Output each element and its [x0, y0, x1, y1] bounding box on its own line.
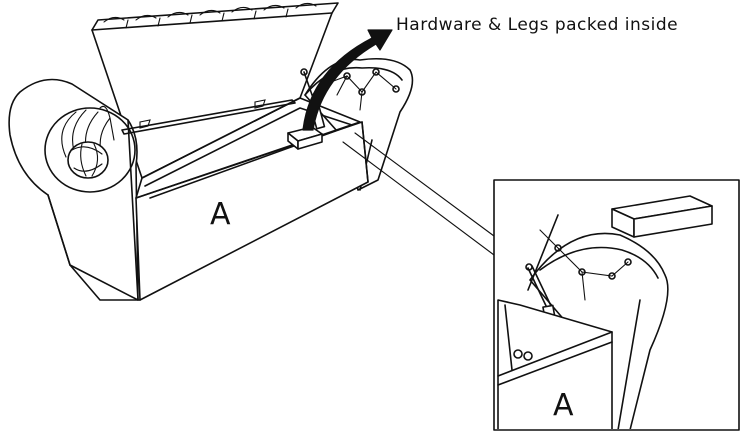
inner-rails [99, 99, 296, 141]
part-label-a-main: A [210, 197, 231, 232]
sofa-left-arm [8, 78, 139, 301]
hardware-box-detail [611, 195, 713, 238]
detail-inset [493, 179, 740, 431]
detail-frame [493, 179, 740, 431]
hardware-legs-annotation: Hardware & Legs packed inside [396, 15, 679, 35]
detail-callout-lines [342, 132, 495, 256]
pointer-arrow [302, 29, 393, 131]
part-label-a-detail: A [553, 388, 574, 423]
sofa-main-view [8, 2, 414, 301]
sofa-storage-box [69, 97, 369, 301]
hardware-box-in-sofa [287, 126, 323, 150]
